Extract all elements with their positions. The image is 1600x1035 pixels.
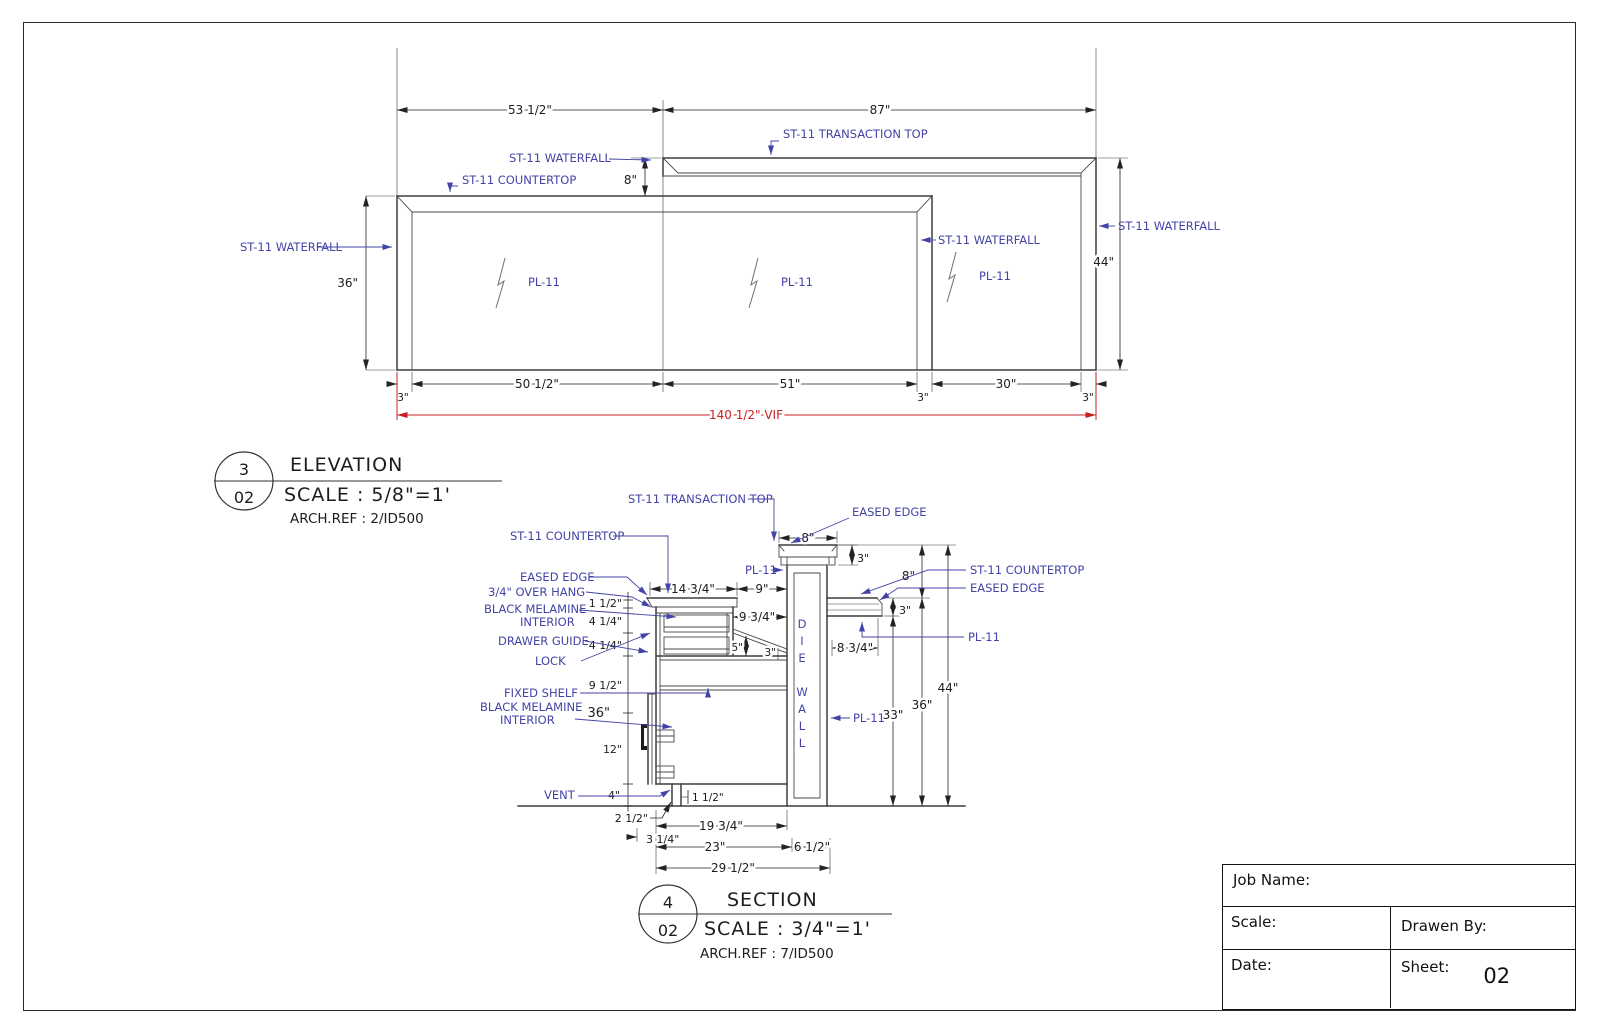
sheet-label: Sheet: xyxy=(1401,958,1450,976)
label-black-melamine-2: BLACK MELAMINE xyxy=(480,700,582,714)
dim-overall-vif: 140 1/2" VIF xyxy=(709,408,783,422)
dim-chain-36: 36" xyxy=(587,706,610,721)
label-waterfall-top: ST-11 WATERFALL xyxy=(509,151,612,165)
label-lock: LOCK xyxy=(535,654,566,668)
label-waterfall-right: ST-11 WATERFALL xyxy=(1118,219,1221,233)
label-countertop-right: ST-11 COUNTERTOP xyxy=(970,563,1084,577)
label-waterfall-left: ST-11 WATERFALL xyxy=(240,240,343,254)
dim-edge-right: 3" xyxy=(1082,392,1094,404)
dim-slope-a: 5" xyxy=(731,642,743,654)
scale-cell: Scale: xyxy=(1223,907,1391,949)
dim-height-right: 44" xyxy=(1093,255,1114,269)
dim-edge-left: 3" xyxy=(397,392,409,404)
label-countertop: ST-11 COUNTERTOP xyxy=(462,173,576,187)
detail-number: 3 xyxy=(239,460,249,479)
panel-label: PL-11 xyxy=(528,275,560,289)
dim-edge-mid: 3" xyxy=(917,392,929,404)
dim-bot-1934: 19 3/4" xyxy=(699,819,743,833)
dim-right-drop: 8" xyxy=(902,569,915,583)
job-name-label: Job Name: xyxy=(1233,871,1311,889)
label-fixed-shelf: FIXED SHELF xyxy=(504,686,578,700)
label-eased-edge-left: EASED EDGE xyxy=(520,570,595,584)
view-scale: SCALE : 5/8"=1' xyxy=(284,484,451,506)
dim-bottom-right: 30" xyxy=(996,377,1017,391)
dim-top-right: 87" xyxy=(870,103,891,117)
dim-h44: 44" xyxy=(938,681,959,695)
dim-bot-2912: 29 1/2" xyxy=(711,861,755,875)
dim-slope-b: 3" xyxy=(764,647,776,659)
dim-chain-912: 9 1/2" xyxy=(589,679,622,692)
dim-cap-thick: 3" xyxy=(857,552,869,565)
label-drawer-guide: DRAWER GUIDE xyxy=(498,634,589,648)
label-panel-diewall: PL-11 xyxy=(853,711,885,725)
elevation-title: 3 02 ELEVATION SCALE : 5/8"=1' ARCH.REF … xyxy=(214,451,502,527)
section-title: 4 02 SECTION SCALE : 3/4"=1' ARCH.REF : … xyxy=(638,884,892,962)
elevation-view: 53 1/2" 87" PL-11 PL-11 PL-11 36" xyxy=(240,48,1221,425)
dim-gap: 8" xyxy=(624,173,637,187)
dim-height-left: 36" xyxy=(337,276,358,290)
dim-top-left: 53 1/2" xyxy=(508,103,552,117)
dim-right-depth: 8 3/4" xyxy=(837,641,873,655)
dim-right-thick: 3" xyxy=(899,604,911,617)
view-name: SECTION xyxy=(727,889,818,911)
sheet-border xyxy=(23,22,1576,1011)
section-view: 14 3/4" 9" 9 3/4" 5" 3" 8" 3" 8" 3" 33" … xyxy=(480,492,1084,878)
label-eased-edge-right: EASED EDGE xyxy=(970,581,1045,595)
date-cell: Date: xyxy=(1223,950,1391,1008)
dim-chain-12: 12" xyxy=(603,743,622,756)
dim-bot-212: 2 1/2" xyxy=(615,812,648,825)
title-block: Job Name: Scale: Drawen By: Date: Sheet:… xyxy=(1222,864,1576,1010)
dim-top-depth: 14 3/4" xyxy=(671,582,715,596)
label-transaction-top: ST-11 TRANSACTION TOP xyxy=(628,492,773,506)
detail-number: 4 xyxy=(663,893,673,912)
dim-h36: 36" xyxy=(912,698,933,712)
view-ref: ARCH.REF : 7/ID500 xyxy=(700,946,834,962)
dim-chain-112: 1 1/2" xyxy=(589,597,622,610)
label-panel-top: PL-11 xyxy=(745,563,777,577)
label-waterfall-mid: ST-11 WATERFALL xyxy=(938,233,1041,247)
dim-bot-314: 3 1/4" xyxy=(646,833,679,846)
label-interior-1: INTERIOR xyxy=(520,615,575,629)
dim-bottom-left: 50 1/2" xyxy=(515,377,559,391)
label-transaction-top: ST-11 TRANSACTION TOP xyxy=(783,127,928,141)
view-name: ELEVATION xyxy=(290,454,403,476)
drawn-by-label: Drawen By: xyxy=(1401,917,1487,935)
label-black-melamine-1: BLACK MELAMINE xyxy=(484,602,586,616)
die-wall-label: DIE WALL xyxy=(795,617,809,753)
label-interior-2: INTERIOR xyxy=(500,713,555,727)
panel-label: PL-11 xyxy=(979,269,1011,283)
label-eased-edge-top: EASED EDGE xyxy=(852,505,927,519)
dim-drawer-depth: 9 3/4" xyxy=(739,610,775,624)
label-countertop-left: ST-11 COUNTERTOP xyxy=(510,529,624,543)
date-label: Date: xyxy=(1231,956,1272,974)
label-overhang: 3/4" OVER HANG xyxy=(488,585,585,599)
scale-label: Scale: xyxy=(1231,913,1277,931)
sheet-cell: Sheet: 02 xyxy=(1391,950,1575,1008)
view-scale: SCALE : 3/4"=1' xyxy=(704,918,871,940)
detail-sheet: 02 xyxy=(658,921,678,940)
label-vent: VENT xyxy=(544,788,576,802)
view-ref: ARCH.REF : 2/ID500 xyxy=(290,511,424,527)
dim-chain-414a: 4 1/4" xyxy=(589,615,622,628)
dim-chain-414b: 4 1/4" xyxy=(589,639,622,652)
dim-bot-612: 6 1/2" xyxy=(794,840,830,854)
label-panel-right: PL-11 xyxy=(968,630,1000,644)
dim-knee-gap: 9" xyxy=(755,582,768,596)
job-name-cell: Job Name: xyxy=(1223,865,1575,907)
dim-chain-4: 4" xyxy=(608,789,620,802)
dim-h33: 33" xyxy=(883,708,904,722)
dim-vent-h: 1 1/2" xyxy=(692,792,724,804)
dim-bot-23: 23" xyxy=(705,840,726,854)
detail-sheet: 02 xyxy=(234,488,254,507)
dim-bottom-mid: 51" xyxy=(780,377,801,391)
drawn-by-cell: Drawen By: xyxy=(1391,907,1575,949)
sheet-number: 02 xyxy=(1483,964,1511,988)
panel-label: PL-11 xyxy=(781,275,813,289)
